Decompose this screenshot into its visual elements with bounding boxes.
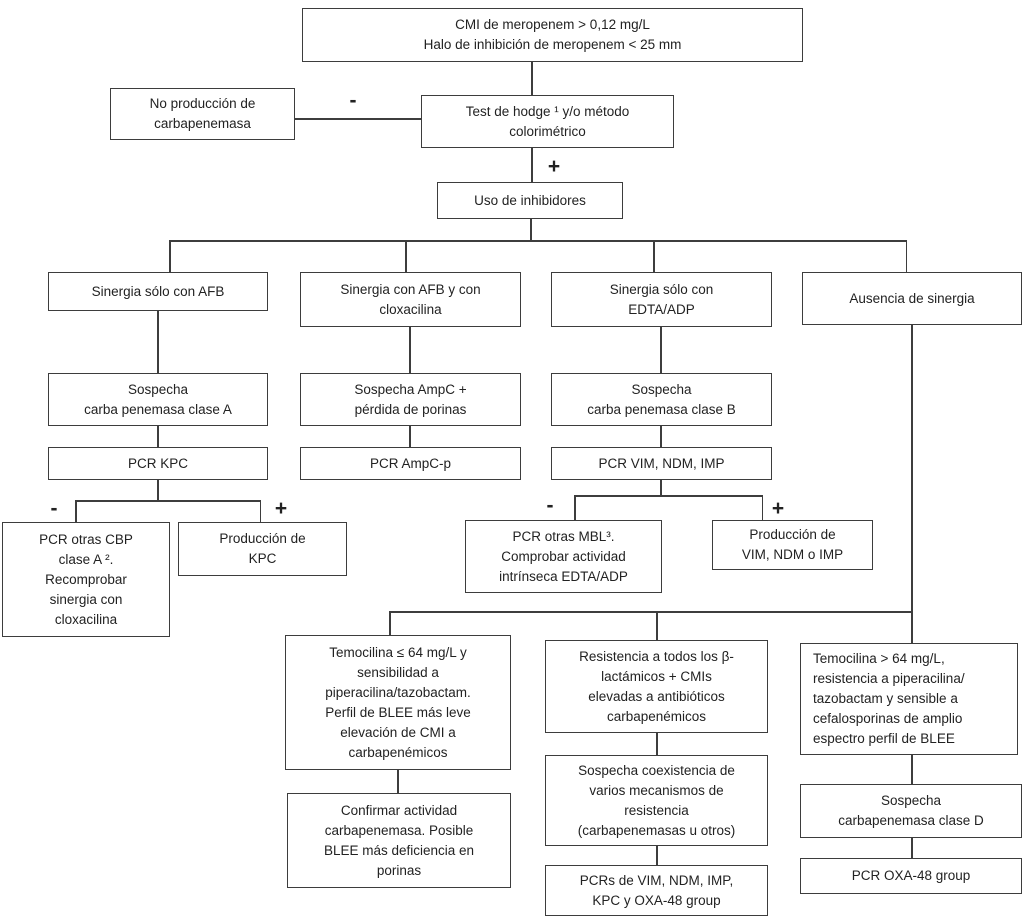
node-resistance-all-betalactams: Resistencia a todos los β- lactámicos + … — [545, 640, 768, 733]
connector-line — [75, 500, 261, 502]
connector-line — [157, 426, 159, 447]
connector-line — [259, 500, 261, 523]
node-cmi-meropenem: CMI de meropenem > 0,12 mg/L Halo de inh… — [302, 8, 803, 62]
node-no-synergy: Ausencia de sinergia — [802, 272, 1022, 325]
connector-line — [660, 479, 662, 495]
connector-line — [656, 611, 658, 641]
connector-line — [169, 240, 907, 242]
node-suspect-class-d-carbapenemase: Sospecha carbapenemasa clase D — [800, 784, 1022, 838]
connector-line — [911, 838, 913, 859]
connector-line — [405, 240, 407, 272]
node-synergy-afb-only: Sinergia sólo con AFB — [48, 272, 268, 311]
connector-line — [409, 426, 411, 447]
connector-line — [389, 611, 391, 636]
node-suspect-class-a-carbapenemase: Sospecha carba penemasa clase A — [48, 373, 268, 426]
node-synergy-edta-adp: Sinergia sólo con EDTA/ADP — [551, 272, 772, 327]
connector-line — [653, 240, 655, 272]
node-pcr-other-mbl: PCR otras MBL³. Comprobar actividad intr… — [465, 520, 662, 593]
connector-line — [295, 118, 421, 120]
connector-line — [397, 770, 399, 794]
connector-line — [911, 755, 913, 785]
connector-line — [531, 148, 533, 182]
kpc-positive-sign: + — [274, 497, 288, 520]
connector-line — [574, 495, 763, 497]
connector-line — [389, 611, 913, 613]
hodge-positive-sign: + — [547, 155, 561, 178]
hodge-negative-sign: - — [349, 89, 357, 112]
node-inhibitor-use: Uso de inhibidores — [437, 182, 623, 219]
connector-line — [574, 495, 576, 521]
node-pcr-ampc-p: PCR AmpC-p — [300, 447, 521, 480]
connector-line — [761, 495, 763, 521]
connector-line — [905, 240, 907, 272]
node-temocillin-high-blee-profile: Temocilina > 64 mg/L, resistencia a pipe… — [800, 643, 1018, 755]
mbl-negative-sign: - — [546, 494, 554, 517]
node-pcr-vim-ndm-imp: PCR VIM, NDM, IMP — [551, 447, 772, 480]
node-no-carbapenemase-production: No producción de carbapenemasa — [110, 88, 295, 140]
node-pcr-oxa48-group: PCR OXA-48 group — [800, 858, 1022, 894]
node-suspect-coexisting-mechanisms: Sospecha coexistencia de varios mecanism… — [545, 755, 768, 846]
mbl-positive-sign: + — [771, 497, 785, 520]
connector-line — [157, 311, 159, 373]
node-synergy-afb-cloxacillin: Sinergia con AFB y con cloxacilina — [300, 272, 521, 327]
connector-line — [75, 500, 77, 523]
node-suspect-class-b-carbapenemase: Sospecha carba penemasa clase B — [551, 373, 772, 426]
connector-line — [409, 327, 411, 373]
node-hodge-test: Test de hodge ¹ y/o método colorimétrico — [421, 95, 674, 148]
connector-line — [157, 479, 159, 500]
connector-line — [656, 733, 658, 756]
node-temocillin-low-blee-profile: Temocilina ≤ 64 mg/L y sensibilidad a pi… — [285, 635, 511, 770]
connector-line — [660, 426, 662, 447]
node-pcr-kpc: PCR KPC — [48, 447, 268, 480]
connector-line — [656, 846, 658, 866]
node-vim-ndm-imp-production: Producción de VIM, NDM o IMP — [712, 520, 873, 570]
node-pcr-other-cbp-class-a: PCR otras CBP clase A ². Recomprobar sin… — [2, 522, 170, 637]
connector-line — [660, 327, 662, 373]
connector-line — [911, 325, 913, 643]
node-pcrs-vim-ndm-imp-kpc-oxa48: PCRs de VIM, NDM, IMP, KPC y OXA-48 grou… — [545, 865, 768, 916]
node-kpc-production: Producción de KPC — [178, 522, 347, 576]
kpc-negative-sign: - — [50, 497, 58, 520]
connector-line — [530, 219, 532, 240]
node-confirm-carbapenemase-activity: Confirmar actividad carbapenemasa. Posib… — [287, 793, 511, 888]
connector-line — [169, 240, 171, 272]
connector-line — [531, 62, 533, 95]
node-suspect-ampc-porin-loss: Sospecha AmpC + pérdida de porinas — [300, 373, 521, 426]
